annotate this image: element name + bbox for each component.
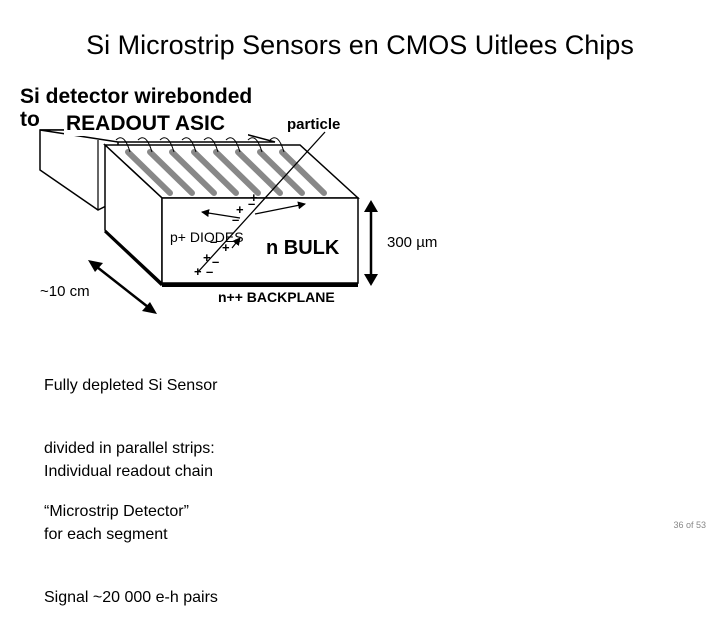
note-line: for each segment xyxy=(44,526,168,543)
wire-bond xyxy=(159,137,175,153)
backplane-label: n++ BACKPLANE xyxy=(218,289,335,305)
thickness-arrow xyxy=(364,200,378,286)
wire-bonds xyxy=(115,137,285,153)
plus-charge: + xyxy=(222,240,230,255)
microstrip xyxy=(235,149,283,196)
backplane xyxy=(103,229,358,287)
microstrip xyxy=(147,149,195,196)
plus-charge: + xyxy=(236,202,244,217)
minus-charge: – xyxy=(210,234,217,249)
wire-bond xyxy=(181,137,197,153)
minus-charge: – xyxy=(206,264,213,279)
wire-bond xyxy=(225,137,241,153)
microstrip xyxy=(257,149,305,196)
wire-bond xyxy=(115,137,131,153)
length-label: ~10 cm xyxy=(40,283,90,300)
plus-charge: + xyxy=(203,250,211,265)
wire-bond xyxy=(247,137,263,153)
notes-block-2: Individual readout chain for each segmen… xyxy=(44,419,218,629)
notes-block-1: Fully depleted Si Sensor divided in para… xyxy=(44,333,217,543)
page-total: of 53 xyxy=(685,520,706,530)
page-current: 36 xyxy=(673,520,684,530)
microstrip-diagram: + – + – – + + – + – Si detector wirebond… xyxy=(20,85,437,314)
note-line: “Microstrip Detector” xyxy=(44,503,189,520)
microstrip xyxy=(191,149,239,196)
minus-charge: – xyxy=(248,196,255,211)
plus-charge: + xyxy=(194,264,202,279)
particle-label: particle xyxy=(287,116,340,133)
microstrip xyxy=(279,149,327,196)
wire-bond xyxy=(203,137,219,153)
plus-charge: + xyxy=(250,190,258,205)
microstrip xyxy=(213,149,261,196)
note-line: divided in parallel strips: xyxy=(44,440,215,457)
microstrips xyxy=(125,149,327,196)
diagram-heading: Si detector wirebonded xyxy=(20,85,252,108)
charge-arrows xyxy=(201,201,306,249)
particle-track xyxy=(197,131,326,273)
microstrip xyxy=(125,149,173,196)
readout-asic-label: READOUT ASIC xyxy=(66,112,225,135)
length-arrow xyxy=(88,260,157,314)
slide-title: Si Microstrip Sensors en CMOS Uitlees Ch… xyxy=(86,30,634,60)
note-line: Fully depleted Si Sensor xyxy=(44,377,218,394)
wire-bond xyxy=(269,137,285,153)
diodes-label: p+ DIODES xyxy=(170,229,244,245)
readout-asic-block xyxy=(39,110,276,211)
note-line: Signal ~20 000 e-h pairs xyxy=(44,589,218,606)
bulk-label: n BULK xyxy=(266,237,340,259)
thickness-label: 300 µm xyxy=(387,234,437,251)
microstrip xyxy=(169,149,217,196)
charge-signs: + – + – – + + – + – xyxy=(194,190,258,279)
minus-charge: – xyxy=(212,254,219,269)
page-number: 36 of 53 xyxy=(673,520,706,530)
minus-charge: – xyxy=(232,212,239,227)
note-line: Individual readout chain xyxy=(44,463,214,480)
diagram-heading-prefix: to xyxy=(20,108,40,131)
wire-bond xyxy=(137,137,153,153)
